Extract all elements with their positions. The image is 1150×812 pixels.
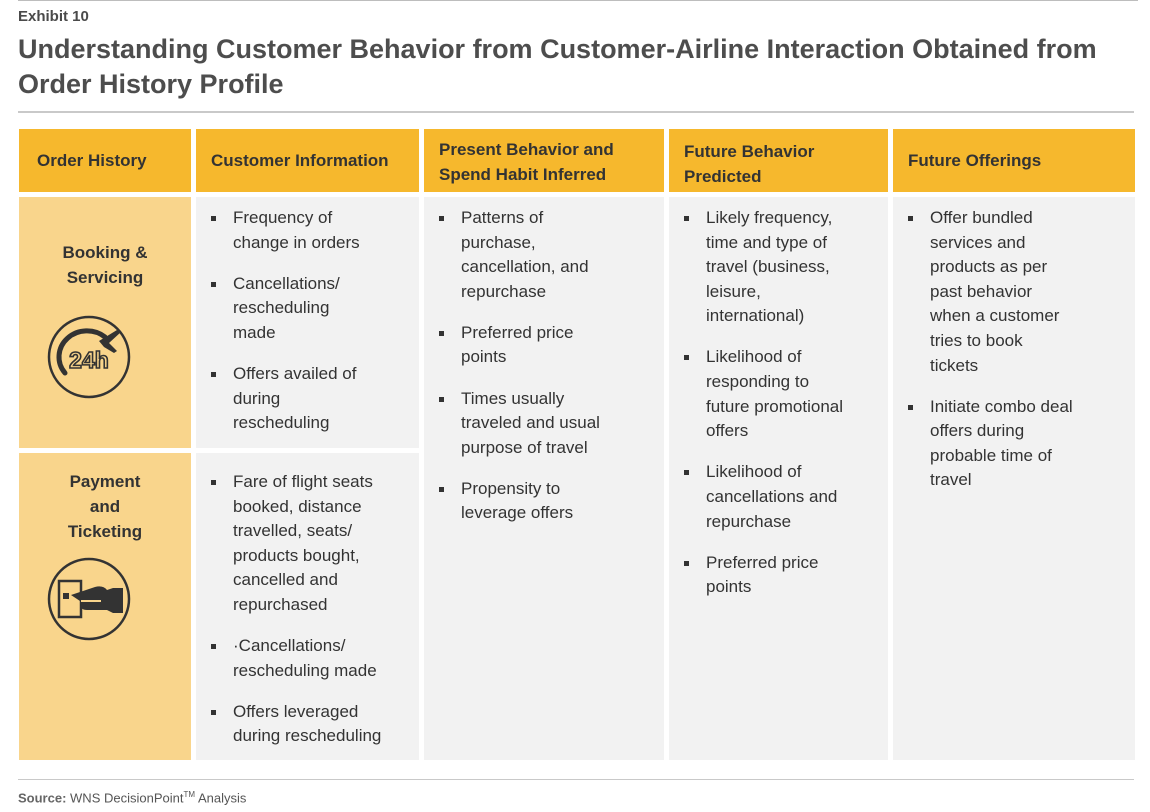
exhibit-label: Exhibit 10 (18, 8, 89, 25)
list-item: Likelihood of cancellations and repurcha… (684, 460, 880, 534)
list-item: Likely frequency, time and type of trave… (684, 206, 880, 329)
header-future-behavior-line1: Future Behavior (684, 142, 815, 161)
row-header-payment: Payment and Ticketing (19, 453, 191, 760)
source-suffix: Analysis (197, 790, 247, 806)
footer-divider (18, 779, 1134, 780)
header-order-history-label: Order History (37, 151, 147, 170)
list-item: Times usually traveled and usual purpose… (439, 387, 654, 461)
row-booking-line1: Booking & (62, 243, 148, 262)
row-booking-line2: Servicing (66, 268, 144, 287)
list-item: Frequency of change in orders (211, 206, 409, 255)
row-payment-line1: Payment (69, 472, 141, 491)
list-item: Preferred price points (684, 551, 880, 600)
list-item: Offers availed of during rescheduling (211, 362, 409, 436)
list-item: Patterns of purchase, cancellation, and … (439, 206, 654, 304)
trademark-mark: TM (183, 790, 196, 799)
cell-customer-info-booking: Frequency of change in orders Cancellati… (196, 197, 419, 448)
header-future-offerings: Future Offerings (893, 129, 1135, 192)
cell-present-behavior: Patterns of purchase, cancellation, and … (424, 197, 664, 760)
row-payment-line3: Ticketing (67, 522, 143, 541)
list-item: Offer bundled services and products as p… (908, 206, 1125, 378)
source-text: WNS DecisionPoint (70, 790, 184, 806)
header-future-behavior-line2: Predicted (684, 167, 762, 186)
header-order-history: Order History (19, 129, 191, 192)
header-customer-information-label: Customer Information (211, 151, 389, 170)
list-item: ·Cancellations/ rescheduling made (211, 634, 409, 683)
header-present-behavior: Present Behavior and Spend Habit Inferre… (424, 129, 664, 192)
list-item: Fare of flight seats booked, distance tr… (211, 470, 409, 618)
header-customer-information: Customer Information (196, 129, 419, 192)
list-item: Propensity to leverage offers (439, 477, 654, 526)
header-future-offerings-label: Future Offerings (908, 151, 1042, 170)
source-label: Source: (18, 790, 67, 806)
cell-customer-info-payment: Fare of flight seats booked, distance tr… (196, 453, 419, 760)
row-header-booking: Booking & Servicing 24h (19, 197, 191, 448)
list-item: Initiate combo deal offers during probab… (908, 395, 1125, 493)
title-divider (18, 111, 1134, 113)
list-item: Preferred price points (439, 321, 654, 370)
cell-future-offerings: Offer bundled services and products as p… (893, 197, 1135, 760)
header-present-behavior-line2: Spend Habit Inferred (439, 165, 607, 184)
airplane-24h-icon: 24h (47, 315, 131, 399)
list-item: Offers leveraged during rescheduling (211, 700, 409, 749)
cell-future-behavior: Likely frequency, time and type of trave… (669, 197, 888, 760)
header-future-behavior: Future Behavior Predicted (669, 129, 888, 192)
source-note: Source: WNS DecisionPointTM Analysis (18, 790, 246, 805)
svg-text:24h: 24h (69, 347, 109, 373)
top-rule (18, 0, 1138, 1)
exhibit-title: Understanding Customer Behavior from Cus… (18, 34, 1097, 99)
list-item: Cancellations/ rescheduling made (211, 272, 409, 346)
header-present-behavior-line1: Present Behavior and (439, 140, 614, 159)
list-item: Likelihood of responding to future promo… (684, 345, 880, 443)
card-payment-icon (47, 557, 131, 641)
row-payment-line2: and (89, 497, 121, 516)
